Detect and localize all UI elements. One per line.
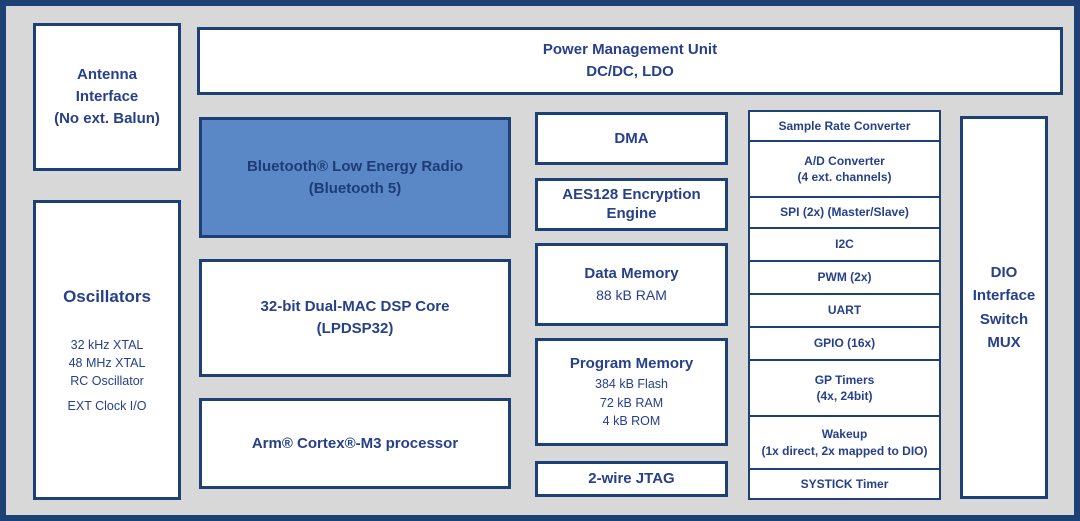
aes-line-2: Engine (606, 204, 657, 222)
peripheral-label: SPI (2x) (Master/Slave) (780, 205, 909, 220)
oscillator-item-32khz: 32 kHz XTAL (70, 337, 144, 352)
peripheral-label: SYSTICK Timer (800, 476, 889, 491)
peripheral-sublabel: (4 ext. channels) (797, 170, 892, 184)
antenna-line-3: (No ext. Balun) (54, 109, 160, 127)
oscillators-block: Oscillators 32 kHz XTAL 48 MHz XTAL RC O… (33, 200, 181, 500)
antenna-interface-block: Antenna Interface (No ext. Balun) (33, 23, 181, 171)
data-memory-detail: 88 kB RAM (596, 287, 667, 304)
dma-block: DMA (535, 112, 728, 165)
pmu-title: Power Management Unit (542, 41, 718, 59)
oscillator-item-48mhz: 48 MHz XTAL (68, 355, 146, 370)
peripheral-label: GPIO (16x) (813, 336, 876, 351)
oscillators-title: Oscillators (63, 286, 151, 306)
peripheral-row-gp-timers: GP Timers (4x, 24bit) (750, 361, 939, 417)
power-management-unit-block: Power Management Unit DC/DC, LDO (197, 27, 1063, 95)
peripheral-label: UART (827, 303, 862, 318)
pmu-subtitle: DC/DC, LDO (586, 63, 674, 80)
dio-line-3: Switch (979, 310, 1029, 328)
dio-line-4: MUX (987, 333, 1021, 351)
jtag-block: 2-wire JTAG (535, 461, 728, 497)
data-memory-block: Data Memory 88 kB RAM (535, 243, 728, 326)
antenna-line-2: Interface (75, 88, 139, 106)
peripheral-row-pwm: PWM (2x) (750, 262, 939, 295)
peripheral-sublabel: (4x, 24bit) (816, 389, 873, 403)
antenna-line-1: Antenna (77, 66, 137, 84)
peripheral-row-ad-converter: A/D Converter (4 ext. channels) (750, 142, 939, 198)
dsp-core-block: 32-bit Dual-MAC DSP Core (LPDSP32) (199, 259, 511, 377)
peripheral-row-i2c: I2C (750, 229, 939, 262)
bluetooth-radio-block: Bluetooth® Low Energy Radio (Bluetooth 5… (199, 117, 511, 238)
program-memory-flash: 384 kB Flash (595, 376, 668, 391)
arm-cortex-block: Arm® Cortex®-M3 processor (199, 398, 511, 489)
data-memory-title: Data Memory (584, 265, 679, 283)
aes-line-1: AES128 Encryption (562, 185, 701, 203)
peripherals-column: Sample Rate Converter A/D Converter (4 e… (748, 110, 941, 500)
aes-encryption-block: AES128 Encryption Engine (535, 178, 728, 231)
peripheral-row-spi: SPI (2x) (Master/Slave) (750, 198, 939, 229)
program-memory-rom: 4 kB ROM (602, 414, 661, 429)
program-memory-block: Program Memory 384 kB Flash 72 kB RAM 4 … (535, 338, 728, 446)
peripheral-row-uart: UART (750, 295, 939, 328)
bluetooth-title: Bluetooth® Low Energy Radio (246, 157, 464, 175)
dma-label: DMA (614, 129, 649, 147)
peripheral-label: I2C (835, 237, 854, 252)
oscillator-item-ext-clock: EXT Clock I/O (67, 398, 147, 413)
peripheral-label: Wakeup (821, 427, 868, 442)
peripheral-label: GP Timers (814, 372, 875, 387)
oscillator-item-rc: RC Oscillator (70, 373, 144, 388)
program-memory-title: Program Memory (569, 355, 694, 372)
peripheral-sublabel: (1x direct, 2x mapped to DIO) (761, 443, 928, 458)
jtag-label: 2-wire JTAG (588, 470, 675, 488)
dio-line-2: Interface (972, 287, 1036, 305)
peripheral-label: A/D Converter (804, 153, 885, 168)
peripheral-row-wakeup: Wakeup (1x direct, 2x mapped to DIO) (750, 417, 939, 470)
peripheral-row-sample-rate-converter: Sample Rate Converter (750, 112, 939, 142)
dsp-title: 32-bit Dual-MAC DSP Core (260, 298, 450, 316)
bluetooth-subtitle: (Bluetooth 5) (308, 179, 402, 197)
peripheral-row-gpio: GPIO (16x) (750, 328, 939, 361)
peripheral-label: PWM (2x) (817, 270, 872, 285)
dsp-subtitle: (LPDSP32) (316, 320, 394, 337)
program-memory-ram: 72 kB RAM (599, 395, 664, 410)
peripheral-row-systick: SYSTICK Timer (750, 470, 939, 498)
dio-line-1: DIO (990, 264, 1018, 281)
dio-interface-block: DIO Interface Switch MUX (960, 116, 1048, 499)
peripheral-label: Sample Rate Converter (778, 118, 911, 133)
arm-label: Arm® Cortex®-M3 processor (251, 434, 459, 452)
